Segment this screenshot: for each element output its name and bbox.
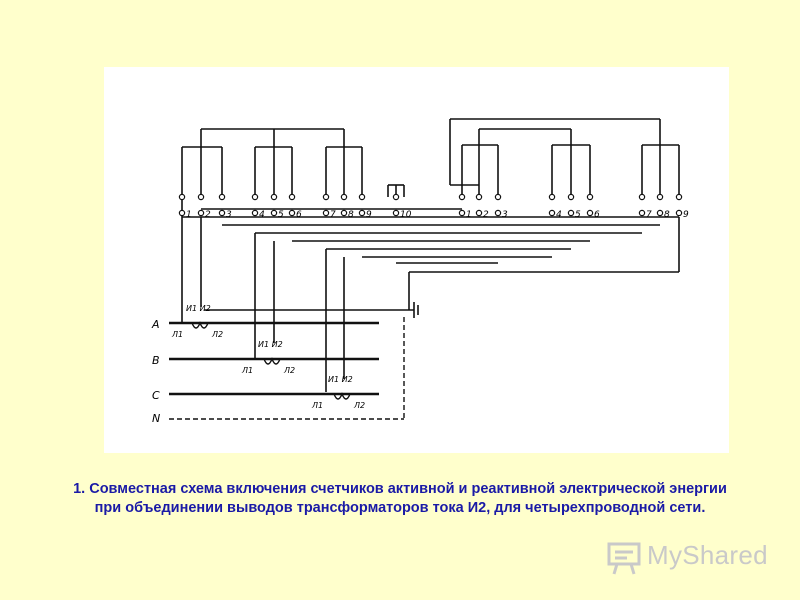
ct-b-l1-label: Л1 <box>241 366 253 375</box>
active-terminal-4-lower <box>251 209 259 217</box>
ct-c-l2-label: Л2 <box>353 401 365 410</box>
brand-logo: MyShared <box>605 538 775 578</box>
active-terminal-4-upper <box>251 193 259 201</box>
active-terminal-6-upper <box>288 193 296 201</box>
active-terminal-1-upper <box>178 193 186 201</box>
active-terminal-2-lower <box>197 209 205 217</box>
active-terminal-5-lower <box>270 209 278 217</box>
active-terminal-7-lower <box>322 209 330 217</box>
reactive-terminal-1-upper <box>458 193 466 201</box>
reactive-terminal-1-lower <box>458 209 466 217</box>
phase-label-c: C <box>152 389 160 402</box>
caption-line-1: 1. Совместная схема включения счетчиков … <box>73 481 727 497</box>
active-terminal-9-upper <box>358 193 366 201</box>
reactive-terminal-7-lower <box>638 209 646 217</box>
reactive-terminal-label-2: 2 <box>483 210 489 220</box>
active-terminal-9-lower <box>358 209 366 217</box>
ct-a-l1-label: Л1 <box>171 330 183 339</box>
reactive-terminal-label-4: 4 <box>556 210 562 220</box>
ct-a-l2-label: Л2 <box>211 330 223 339</box>
reactive-terminal-2-upper <box>475 193 483 201</box>
reactive-terminal-label-6: 6 <box>594 210 600 220</box>
reactive-terminal-label-8: 8 <box>664 210 670 220</box>
reactive-terminal-6-upper <box>586 193 594 201</box>
active-terminal-10-upper <box>392 193 400 201</box>
reactive-terminal-9-lower <box>675 209 683 217</box>
reactive-terminal-3-upper <box>494 193 502 201</box>
presentation-board-icon <box>607 542 641 575</box>
ct-c-secondary-label: И1 И2 <box>328 375 353 384</box>
ct-a-secondary-label: И1 И2 <box>186 304 211 313</box>
brand-text: MyShared <box>647 540 768 570</box>
diagram-background <box>104 67 729 453</box>
active-terminal-8-lower <box>340 209 348 217</box>
reactive-terminal-label-3: 3 <box>502 210 508 220</box>
reactive-terminal-7-upper <box>638 193 646 201</box>
phase-label-a: A <box>151 318 160 331</box>
active-terminal-6-lower <box>288 209 296 217</box>
active-terminal-10-lower <box>392 209 400 217</box>
active-terminal-label-3: 3 <box>226 210 232 220</box>
active-terminal-7-upper <box>322 193 330 201</box>
active-terminal-3-upper <box>218 193 226 201</box>
reactive-terminal-5-lower <box>567 209 575 217</box>
reactive-terminal-label-7: 7 <box>646 210 652 220</box>
reactive-terminal-6-lower <box>586 209 594 217</box>
active-terminal-label-2: 2 <box>205 210 211 220</box>
active-terminal-8-upper <box>340 193 348 201</box>
active-terminal-label-9: 9 <box>366 210 372 220</box>
active-terminal-label-7: 7 <box>330 210 336 220</box>
reactive-terminal-5-upper <box>567 193 575 201</box>
reactive-terminal-label-9: 9 <box>683 210 689 220</box>
phase-label-n: N <box>152 412 160 425</box>
caption-line-2: при объединении выводов трансформаторов … <box>94 500 706 516</box>
caption: 1. Совместная схема включения счетчиков … <box>20 480 780 518</box>
active-terminal-3-lower <box>218 209 226 217</box>
active-terminal-5-upper <box>270 193 278 201</box>
reactive-terminal-8-lower <box>656 209 664 217</box>
active-terminal-label-5: 5 <box>278 210 284 220</box>
reactive-terminal-2-lower <box>475 209 483 217</box>
reactive-terminal-8-upper <box>656 193 664 201</box>
phase-label-b: B <box>152 354 160 367</box>
reactive-terminal-4-upper <box>548 193 556 201</box>
active-terminal-label-10: 10 <box>400 210 412 220</box>
active-terminal-label-6: 6 <box>296 210 302 220</box>
reactive-terminal-3-lower <box>494 209 502 217</box>
ct-b-secondary-label: И1 И2 <box>258 340 283 349</box>
reactive-terminal-9-upper <box>675 193 683 201</box>
reactive-terminal-label-5: 5 <box>575 210 581 220</box>
wiring-diagram: A B C N И1 И2 Л1 Л2 И1 И2 Л1 Л2 И1 И2 Л1… <box>104 67 729 453</box>
ct-c-l1-label: Л1 <box>311 401 323 410</box>
active-terminal-label-1: 1 <box>186 210 192 220</box>
reactive-terminal-4-lower <box>548 209 556 217</box>
reactive-terminal-label-1: 1 <box>466 210 472 220</box>
active-terminal-label-4: 4 <box>259 210 265 220</box>
active-terminal-2-upper <box>197 193 205 201</box>
active-terminal-label-8: 8 <box>348 210 354 220</box>
ct-b-l2-label: Л2 <box>283 366 295 375</box>
active-terminal-1-lower <box>178 209 186 217</box>
